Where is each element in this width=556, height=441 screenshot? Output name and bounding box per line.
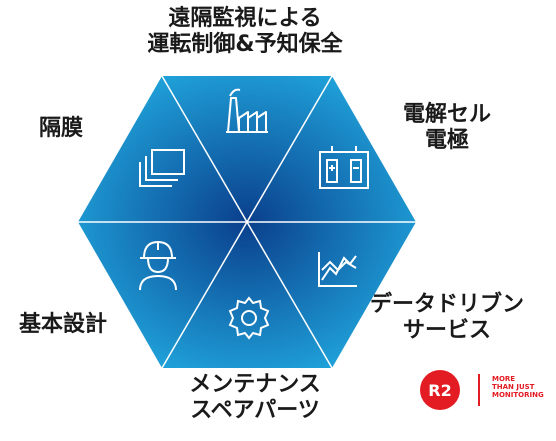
label-maintenance-line1: メンテナンス [189, 372, 321, 397]
factory-icon [226, 88, 268, 133]
chart-icon [318, 252, 357, 287]
worker-helmet-icon [139, 240, 177, 291]
label-membrane: 隔膜 [38, 116, 83, 141]
gear-icon [228, 296, 270, 340]
label-remote-monitoring-line1: 遠隔監視による [168, 6, 322, 31]
label-remote-monitoring-line2: 運転制御&予知保全 [147, 32, 343, 58]
label-basic-design: 基本設計 [18, 312, 107, 337]
label-electrolyzer-cell-line2: 電極 [424, 128, 469, 154]
layers-icon [139, 149, 185, 187]
r2-tagline-line1: MORE [492, 375, 516, 383]
label-data-driven-service-line1: データドリブン [369, 292, 524, 317]
r2-logo-divider [478, 374, 480, 406]
label-maintenance-line2: スペアパーツ [190, 398, 320, 424]
r2-logo-mark: R2 [420, 370, 460, 410]
label-data-driven-service: データドリブン サービス [362, 292, 532, 345]
hexagon-dividers [78, 75, 416, 369]
r2-tagline-line3: MONITORING [492, 391, 544, 400]
label-remote-monitoring: 遠隔監視による 運転制御&予知保全 [110, 6, 380, 59]
r2-tagline-line2: THAN JUST [492, 383, 535, 392]
label-electrolyzer-cell: 電解セル 電極 [382, 102, 512, 155]
electrolyzer-cell-icon [319, 146, 369, 189]
label-maintenance-spare-parts: メンテナンス スペアパーツ [160, 372, 350, 425]
label-electrolyzer-cell-line1: 電解セル [402, 102, 491, 127]
label-data-driven-service-line2: サービス [402, 318, 491, 344]
r2-logo-tagline: MORE THAN JUST MONITORING [492, 375, 544, 399]
